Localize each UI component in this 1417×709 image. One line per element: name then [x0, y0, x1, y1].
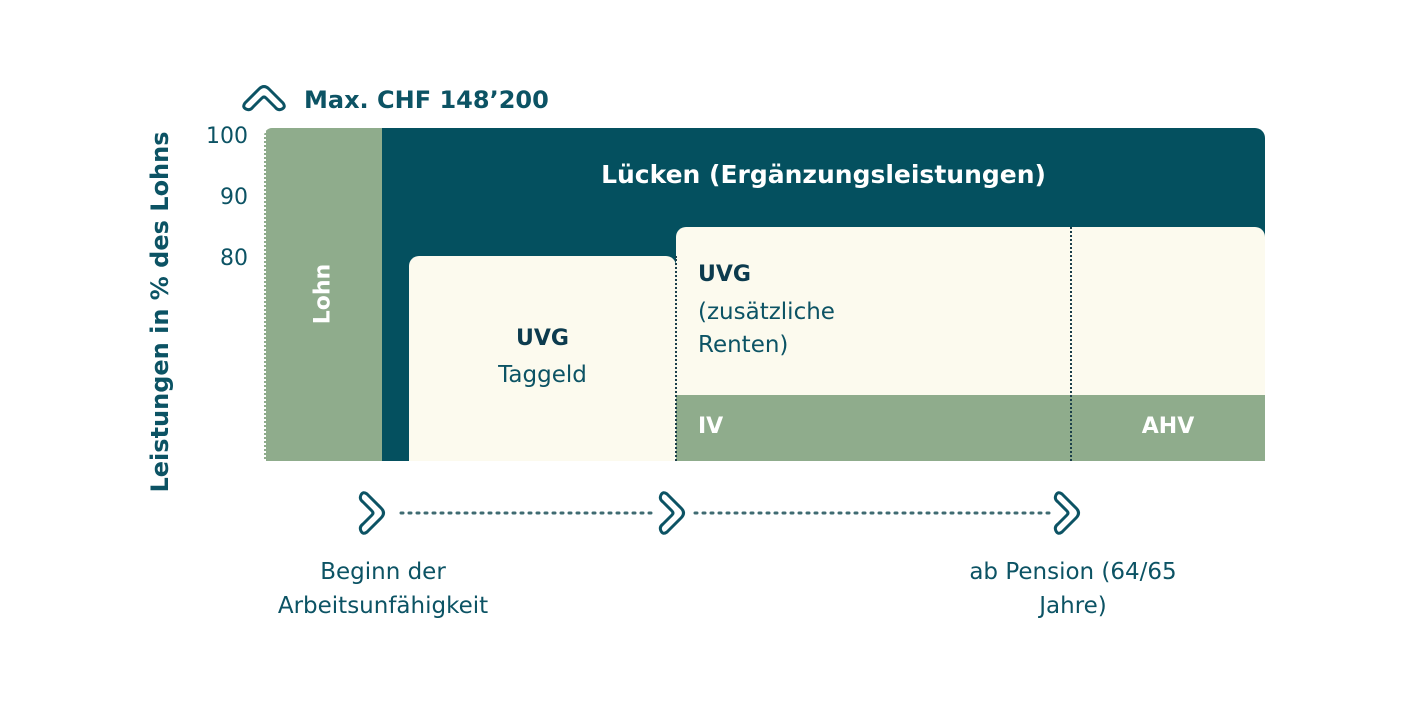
y-tick-80: 80	[220, 246, 248, 271]
max-cap-text: Max. CHF 148’200	[304, 86, 549, 114]
uvg-renten-block	[676, 227, 1265, 395]
y-tick-100: 100	[206, 124, 248, 149]
uvg-renten-title: UVG	[698, 262, 751, 287]
uvg-renten-subtitle: (zusätzliche Renten)	[698, 299, 835, 358]
timeline-end-label: ab Pension (64/65 Jahre)	[969, 559, 1177, 619]
y-axis-label: Leistungen in % des Lohns	[146, 131, 174, 493]
chevron-right-icon	[358, 491, 385, 535]
divider-iv-ahv	[1070, 227, 1072, 461]
gap-label: Lücken (Ergänzungsleistungen)	[601, 160, 1046, 189]
uvg-taggeld-title: UVG	[516, 326, 569, 351]
lohn-block	[264, 128, 382, 461]
lohn-dotted-edge	[264, 128, 266, 461]
timeline	[355, 488, 1105, 542]
ahv-label: AHV	[1141, 414, 1195, 439]
divider-taggeld-renten	[675, 256, 677, 461]
chevron-right-icon	[1053, 491, 1080, 535]
timeline-start-label: Beginn der Arbeitsunfähigkeit	[277, 559, 489, 619]
y-tick-90: 90	[220, 185, 248, 210]
uvg-taggeld-block	[409, 256, 676, 461]
chevron-right-icon	[658, 491, 685, 535]
ahv-block	[1071, 395, 1265, 461]
iv-label: IV	[698, 414, 724, 439]
iv-block	[676, 395, 1071, 461]
lohn-label: Lohn	[310, 263, 336, 325]
uvg-taggeld-subtitle: Taggeld	[498, 362, 587, 388]
chevron-up-icon	[240, 78, 290, 118]
